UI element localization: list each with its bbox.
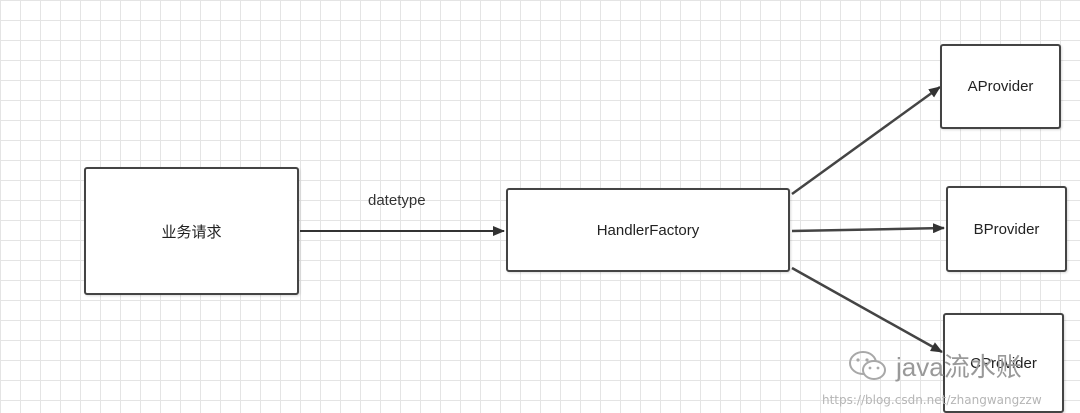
edge-factory-to-cprovider: [791, 266, 943, 354]
node-bprovider: BProvider: [946, 186, 1067, 272]
node-label: BProvider: [973, 220, 1040, 238]
watermark-url: https://blog.csdn.net/zhangwangzzw: [822, 393, 1042, 407]
edge-factory-to-aprovider: [791, 85, 941, 196]
node-handler-factory: HandlerFactory: [506, 188, 790, 272]
edge-label-datetype: datetype: [368, 192, 426, 209]
node-label: 业务请求: [161, 223, 222, 241]
wechat-icon: [849, 350, 886, 380]
watermark: java流水账: [848, 347, 1022, 384]
node-label: CProvider: [970, 354, 1037, 372]
edge-factory-to-bprovider: [791, 223, 945, 234]
node-cprovider: CProvider: [943, 313, 1064, 413]
node-label: AProvider: [967, 78, 1034, 95]
watermark-text: java流水账: [896, 352, 1022, 382]
node-business-request: 业务请求: [84, 167, 299, 295]
node-label: HandlerFactory: [596, 221, 700, 239]
node-aprovider: AProvider: [940, 44, 1061, 129]
